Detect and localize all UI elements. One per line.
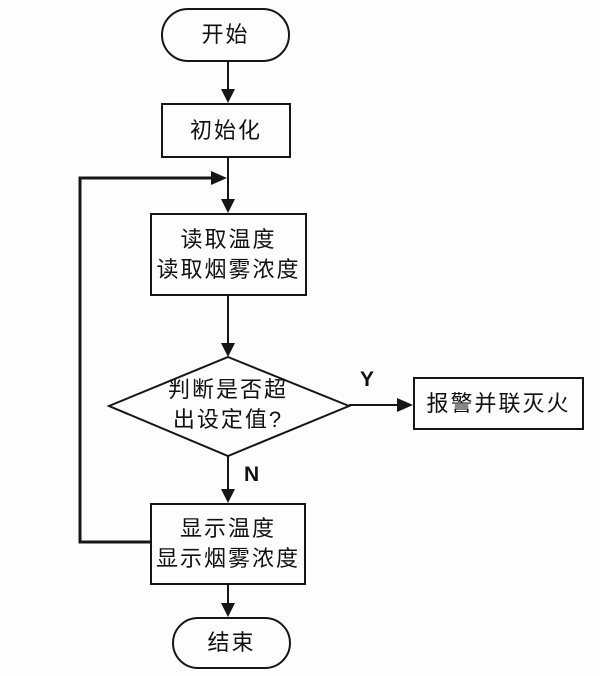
decision-label-line2: 出设定值? (172, 407, 284, 432)
arrow-right-icon (211, 171, 227, 185)
start-node: 开始 (161, 8, 290, 62)
edge-label-yes: Y (360, 368, 375, 391)
initialize-node: 初始化 (161, 103, 291, 158)
decision-node: 判断是否超 出设定值? (138, 375, 318, 435)
arrow-down-icon (221, 603, 235, 617)
arrow-down-icon (221, 89, 235, 103)
display-temperature-label: 显示温度 (179, 516, 276, 541)
read-smoke-label: 读取烟雾浓度 (156, 256, 301, 282)
arrow-down-icon (221, 199, 235, 213)
display-values-node: 显示温度 显示烟雾浓度 (150, 503, 306, 585)
arrow-down-icon (221, 489, 235, 503)
read-sensors-node: 读取温度 读取烟雾浓度 (150, 213, 307, 296)
arrow-down-icon (221, 343, 235, 357)
alarm-extinguish-label: 报警并联灭火 (426, 390, 571, 416)
read-temperature-label: 读取温度 (180, 226, 277, 252)
display-smoke-label: 显示烟雾浓度 (155, 546, 300, 571)
edge-loop-back (78, 176, 212, 544)
alarm-extinguish-node: 报警并联灭火 (413, 377, 584, 430)
end-node-label: 结束 (207, 630, 256, 655)
end-node: 结束 (172, 617, 291, 669)
start-node-label: 开始 (201, 22, 250, 47)
initialize-node-label: 初始化 (189, 117, 262, 143)
edge-label-no: N (244, 463, 260, 486)
decision-label-line1: 判断是否超 (167, 377, 288, 402)
arrow-right-icon (397, 398, 413, 412)
